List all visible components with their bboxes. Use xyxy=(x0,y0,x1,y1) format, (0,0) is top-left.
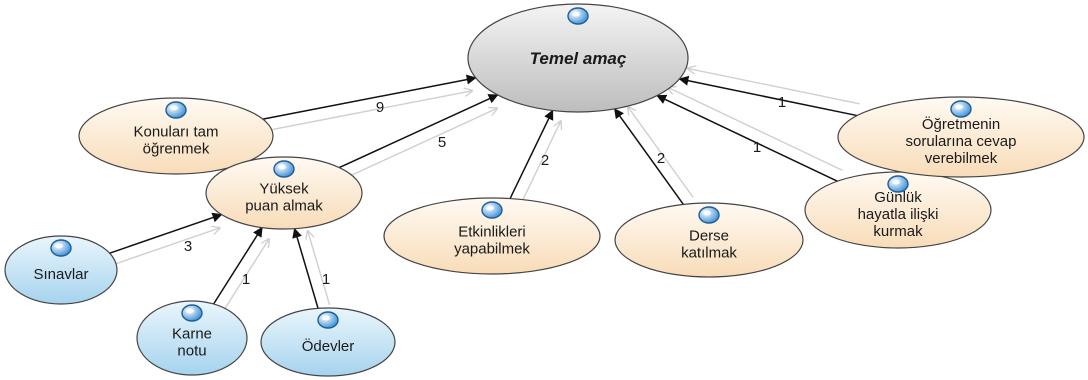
edge-derse-to-root: 2 xyxy=(614,108,684,205)
edge-arrow[interactable] xyxy=(509,109,554,199)
edge-weight-label: 2 xyxy=(657,150,665,167)
node-label-line: Konuları tam xyxy=(133,124,218,141)
node-label-line: Sınavlar xyxy=(33,266,88,283)
node-label-line: notu xyxy=(177,343,206,360)
node-bulb-icon xyxy=(165,101,187,119)
ghost-connector xyxy=(344,108,497,180)
node-shape xyxy=(205,156,363,230)
ghost-edges-layer xyxy=(113,68,860,311)
node-shape xyxy=(4,235,118,305)
ghost-connector xyxy=(520,121,561,205)
node-label-line: kurmak xyxy=(873,223,923,240)
node-shape xyxy=(78,97,274,175)
node-bulb-icon xyxy=(887,175,909,193)
ghost-connector xyxy=(308,231,331,306)
node-bulb-icon xyxy=(698,206,720,224)
node-label-line: sorularına cevap xyxy=(906,133,1017,150)
edge-odevler-to-yuksek: 1 xyxy=(292,227,330,309)
ghost-connector xyxy=(688,68,860,105)
node-sinavlar[interactable]: Sınavlar xyxy=(4,235,118,305)
node-label-line: Yüksek xyxy=(259,181,309,198)
node-label-line: yapabilmek xyxy=(454,241,530,258)
edge-arrow[interactable] xyxy=(109,212,223,254)
node-shape xyxy=(260,307,396,377)
edges-layer: 9 5 2 2 1 1 3 1 1 xyxy=(109,74,858,309)
node-shape xyxy=(467,3,689,113)
edge-sinavlar-to-yuksek: 3 xyxy=(109,212,223,255)
node-bulb-icon xyxy=(317,311,339,329)
edge-arrow[interactable] xyxy=(678,75,858,117)
node-bulb-icon xyxy=(950,100,972,118)
edge-arrow[interactable] xyxy=(262,74,477,120)
edge-arrow[interactable] xyxy=(338,94,499,169)
edge-konulari-to-root: 9 xyxy=(262,74,477,120)
edge-weight-label: 5 xyxy=(438,134,446,151)
edge-etkinlikleri-to-root: 2 xyxy=(509,109,554,199)
node-label-line: hayatla ilişki xyxy=(858,206,939,223)
ghost-connector xyxy=(265,91,472,132)
node-shape xyxy=(136,300,248,376)
edge-weight-label: 1 xyxy=(322,271,330,288)
node-label-line: puan almak xyxy=(245,198,323,215)
node-shape xyxy=(614,202,804,278)
node-bulb-icon xyxy=(481,201,503,219)
node-label-line: Günlük xyxy=(874,189,922,206)
edge-arrow[interactable] xyxy=(212,226,263,305)
ghost-connector xyxy=(628,107,694,198)
node-label-line: Öğretmenin xyxy=(922,115,1000,133)
edge-weight-label: 9 xyxy=(376,99,384,116)
node-label-line: verebilmek xyxy=(925,150,998,167)
edge-arrow[interactable] xyxy=(292,227,319,309)
node-shape xyxy=(383,197,601,275)
node-bulb-icon xyxy=(181,304,203,322)
ghost-connector xyxy=(668,87,843,171)
node-label-line: Etkinlikleri xyxy=(458,224,526,241)
edge-arrow[interactable] xyxy=(614,108,684,205)
node-shape xyxy=(837,96,1085,178)
edge-weight-label: 2 xyxy=(541,152,549,169)
node-label-line: Derse xyxy=(689,228,729,245)
edge-gunluk-to-root: 1 xyxy=(656,94,838,182)
edge-weight-label: 1 xyxy=(242,271,250,288)
node-root[interactable]: Temel amaç xyxy=(467,3,689,113)
edge-ogretmen-to-root: 1 xyxy=(678,75,858,117)
edge-yuksek-to-root: 5 xyxy=(338,94,499,169)
node-bulb-icon xyxy=(273,160,295,178)
edge-weight-label: 3 xyxy=(184,238,192,255)
node-label-line: Ödevler xyxy=(302,337,355,355)
ghost-connector xyxy=(113,228,220,266)
node-bulb-icon xyxy=(567,7,589,25)
edge-karne-to-yuksek: 1 xyxy=(212,226,263,305)
edge-weight-label: 1 xyxy=(753,139,761,156)
ghost-connector xyxy=(223,239,269,311)
node-bulb-icon xyxy=(50,239,72,257)
node-label-line: öğrenmek xyxy=(143,141,210,158)
edge-arrow[interactable] xyxy=(656,94,838,182)
node-label-line: katılmak xyxy=(681,245,737,262)
node-label-line: Karne xyxy=(172,326,212,343)
node-odevler[interactable]: Ödevler xyxy=(260,307,396,377)
node-label-line: Temel amaç xyxy=(530,49,627,68)
edge-weight-label: 1 xyxy=(778,94,786,111)
